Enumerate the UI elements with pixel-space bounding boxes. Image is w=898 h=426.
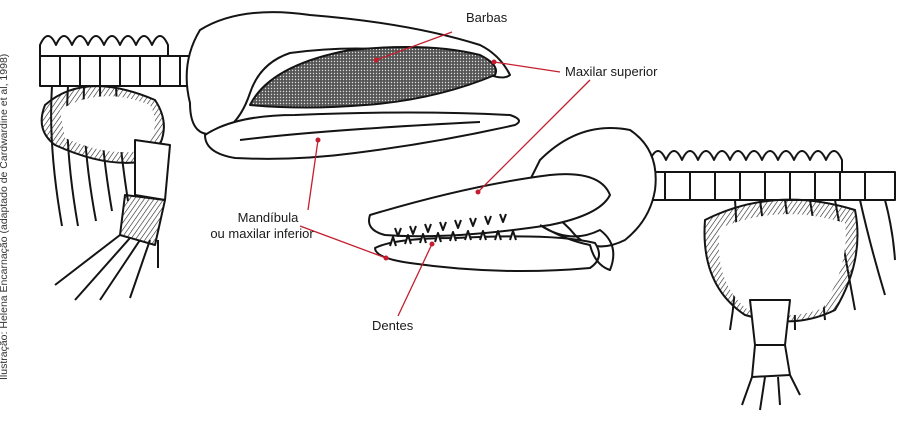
label-lower-jaw-line2: ou maxilar inferior	[199, 226, 325, 242]
lower-jaw-left	[205, 113, 519, 159]
toothed-whale-skeleton	[369, 128, 895, 410]
baleen-plates	[250, 47, 496, 108]
label-teeth: Dentes	[372, 318, 413, 334]
label-lower-jaw-line1: Mandíbula	[205, 210, 325, 226]
vertebrae-right	[640, 151, 895, 200]
vertebrae-left	[40, 36, 200, 86]
flipper-left	[55, 140, 170, 300]
illustration-credit: Ilustração: Helena Encarnação (adaptado …	[0, 10, 10, 380]
label-lower-jaw: Mandíbula ou maxilar inferior	[205, 210, 325, 242]
label-baleen: Barbas	[466, 10, 507, 26]
label-upper-jaw: Maxilar superior	[565, 64, 657, 80]
